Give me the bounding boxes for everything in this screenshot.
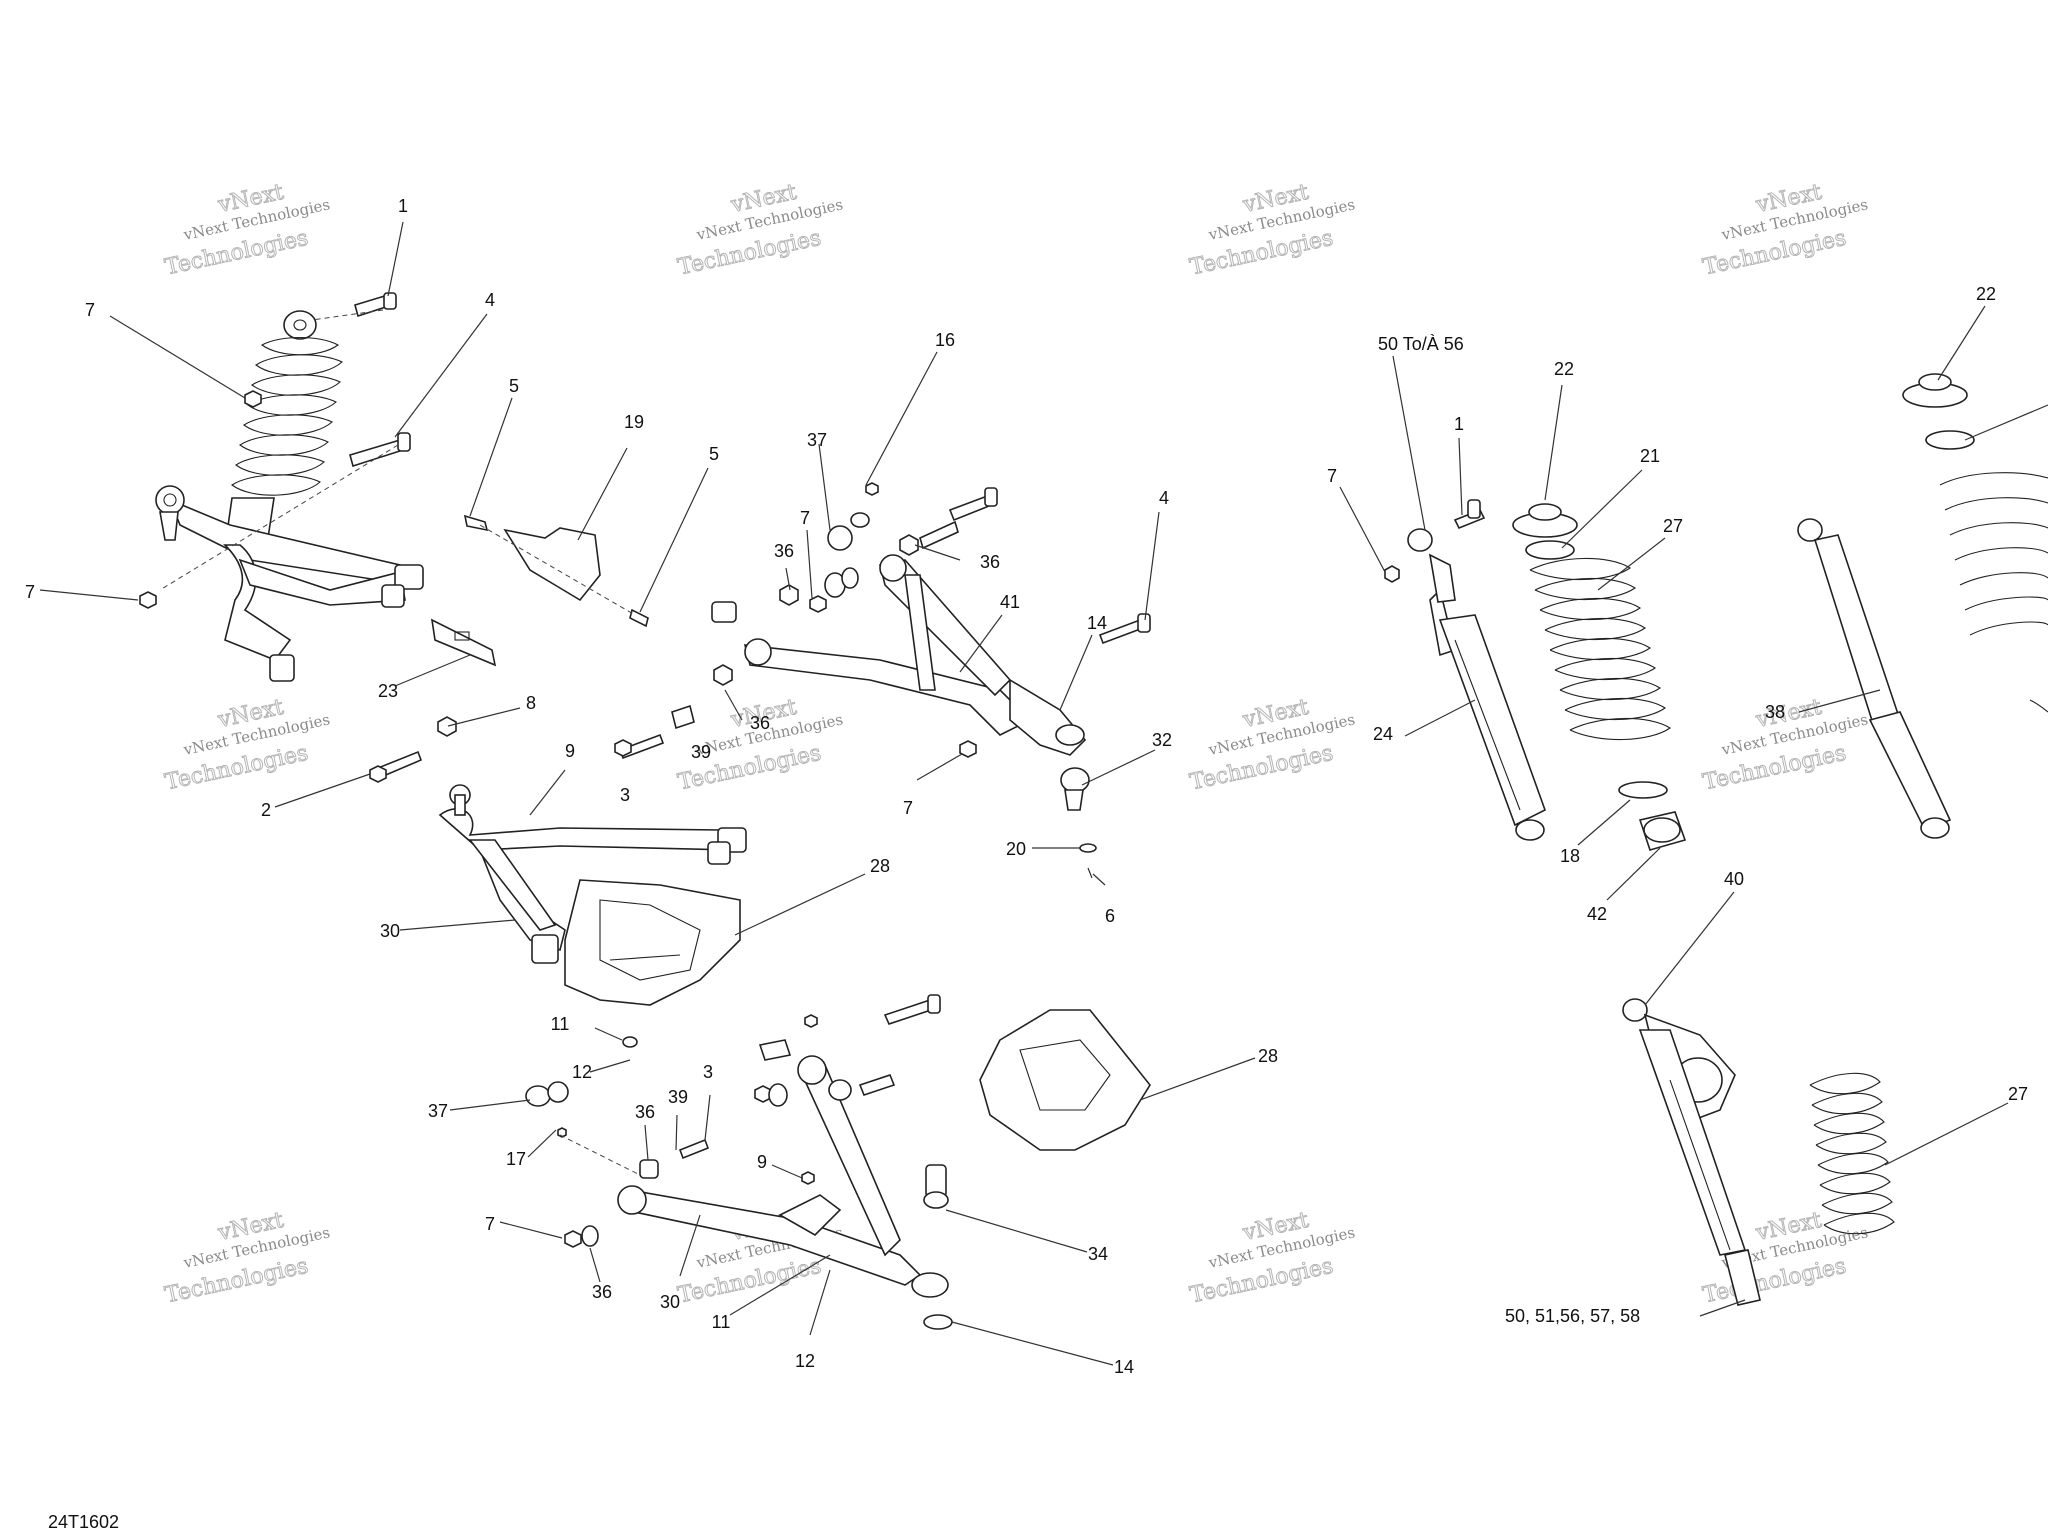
callout-c24: 24: [1373, 724, 1393, 744]
callout-c1b: 1: [1454, 414, 1464, 434]
callout-c4a: 4: [485, 290, 495, 310]
callout-c34: 34: [1088, 1244, 1108, 1264]
callout-c17: 17: [506, 1149, 526, 1169]
callout-c36d: 36: [635, 1102, 655, 1122]
callout-c7b: 7: [25, 582, 35, 602]
callout-c37a: 37: [807, 430, 827, 450]
callout-c5056: 50 To/À 56: [1378, 334, 1464, 354]
callout-c3a: 3: [620, 785, 630, 805]
upper-arm-assembly-front-center: [614, 482, 1151, 879]
callout-c36a: 36: [774, 541, 794, 561]
callout-c11b: 11: [712, 1312, 731, 1332]
callout-c39b: 39: [668, 1087, 688, 1107]
callout-c37b: 37: [428, 1101, 448, 1121]
callout-c30b: 30: [660, 1292, 680, 1312]
callout-c19: 19: [624, 412, 644, 432]
callout-c18: 18: [1560, 846, 1580, 866]
callout-c9a: 9: [565, 741, 575, 761]
callout-c30a: 30: [380, 921, 400, 941]
leader-lines: [39, 221, 2048, 1366]
callout-c5a: 5: [509, 376, 519, 396]
callout-c7f: 7: [1327, 466, 1337, 486]
callout-c16: 16: [935, 330, 955, 350]
callout-c36b: 36: [980, 552, 1000, 572]
shock-absorber-assembly-far-right: [1797, 373, 2048, 839]
shock-absorber-assembly-bottom-right: [1622, 998, 1895, 1306]
callout-c7c: 7: [800, 508, 810, 528]
fasteners-left: [139, 292, 649, 783]
callout-c23: 23: [378, 681, 398, 701]
callout-c9b: 9: [757, 1152, 767, 1172]
callout-c38: 38: [1765, 702, 1785, 722]
callout-c12b: 12: [795, 1351, 815, 1371]
callout-c27a: 27: [1663, 516, 1683, 536]
callout-c21: 21: [1640, 446, 1660, 466]
callout-c14a: 14: [1087, 613, 1107, 633]
callout-c42: 42: [1587, 904, 1607, 924]
lower-arm-assembly-front-left: [438, 784, 747, 1006]
callout-c7a: 7: [85, 300, 95, 320]
callout-c27b: 27: [2008, 1084, 2028, 1104]
callout-c4b: 4: [1159, 488, 1169, 508]
callout-c5b: 5: [709, 444, 719, 464]
callout-c12a: 12: [572, 1062, 592, 1082]
callout-c11a: 11: [551, 1014, 570, 1034]
callout-c32: 32: [1152, 730, 1172, 750]
callout-c8: 8: [526, 693, 536, 713]
callout-c20: 20: [1006, 839, 1026, 859]
callout-c1: 1: [398, 196, 408, 216]
shock-absorber-assembly-right: [1384, 499, 1687, 851]
callout-c36e: 36: [592, 1282, 612, 1302]
callout-c40: 40: [1724, 869, 1744, 889]
callout-c6: 6: [1105, 906, 1115, 926]
shock-absorber-assembly-left: [155, 310, 424, 682]
callout-c50list: 50, 51,56, 57, 58: [1505, 1306, 1640, 1326]
callout-c28a: 28: [870, 856, 890, 876]
callout-c7e: 7: [485, 1214, 495, 1234]
callout-c14b: 14: [1114, 1357, 1134, 1377]
callout-c41: 41: [1000, 592, 1020, 612]
callout-c28b: 28: [1258, 1046, 1278, 1066]
callout-c7d: 7: [903, 798, 913, 818]
callout-c36c: 36: [750, 713, 770, 733]
diagram-reference-code: 24T1602: [48, 1512, 119, 1532]
callout-c39a: 39: [691, 742, 711, 762]
callout-c22a: 22: [1554, 359, 1574, 379]
callout-c22b: 22: [1976, 284, 1996, 304]
callout-c3b: 3: [703, 1062, 713, 1082]
lower-arm-assembly-front-bottom: [525, 994, 1151, 1330]
callout-c2: 2: [261, 800, 271, 820]
